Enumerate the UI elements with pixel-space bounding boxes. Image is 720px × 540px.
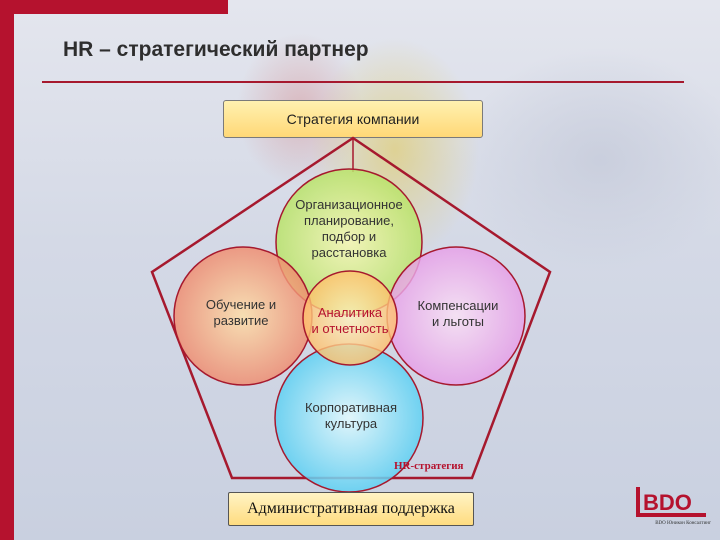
- circle-right-label: Компенсации и льготы: [417, 298, 499, 329]
- company-strategy-label: Стратегия компании: [286, 111, 420, 127]
- circle-bottom-label: Корпоративная культура: [304, 400, 398, 431]
- circle-center-label: Аналитика и отчетность: [311, 305, 389, 336]
- circle-top-label: Организационное планирование, подбор и р…: [295, 197, 403, 260]
- title-rule: [42, 81, 684, 83]
- hr-strategy-label: HR-стратегия: [394, 460, 464, 472]
- admin-support-box: Административная поддержка: [228, 492, 474, 526]
- admin-support-label: Административная поддержка: [247, 500, 455, 517]
- slide-title: HR – стратегический партнер: [63, 38, 369, 61]
- logo-text: BDO: [643, 490, 692, 515]
- bdo-logo: BDO: [636, 487, 706, 517]
- circle-center: [302, 270, 398, 366]
- logo-subtitle: BDO Юникон Консалтинг: [655, 521, 711, 526]
- accent-top-bar: [0, 0, 228, 14]
- company-strategy-box: Стратегия компании: [223, 100, 483, 138]
- accent-side-bar: [0, 0, 14, 540]
- circle-left-label: Обучение и развитие: [205, 297, 277, 328]
